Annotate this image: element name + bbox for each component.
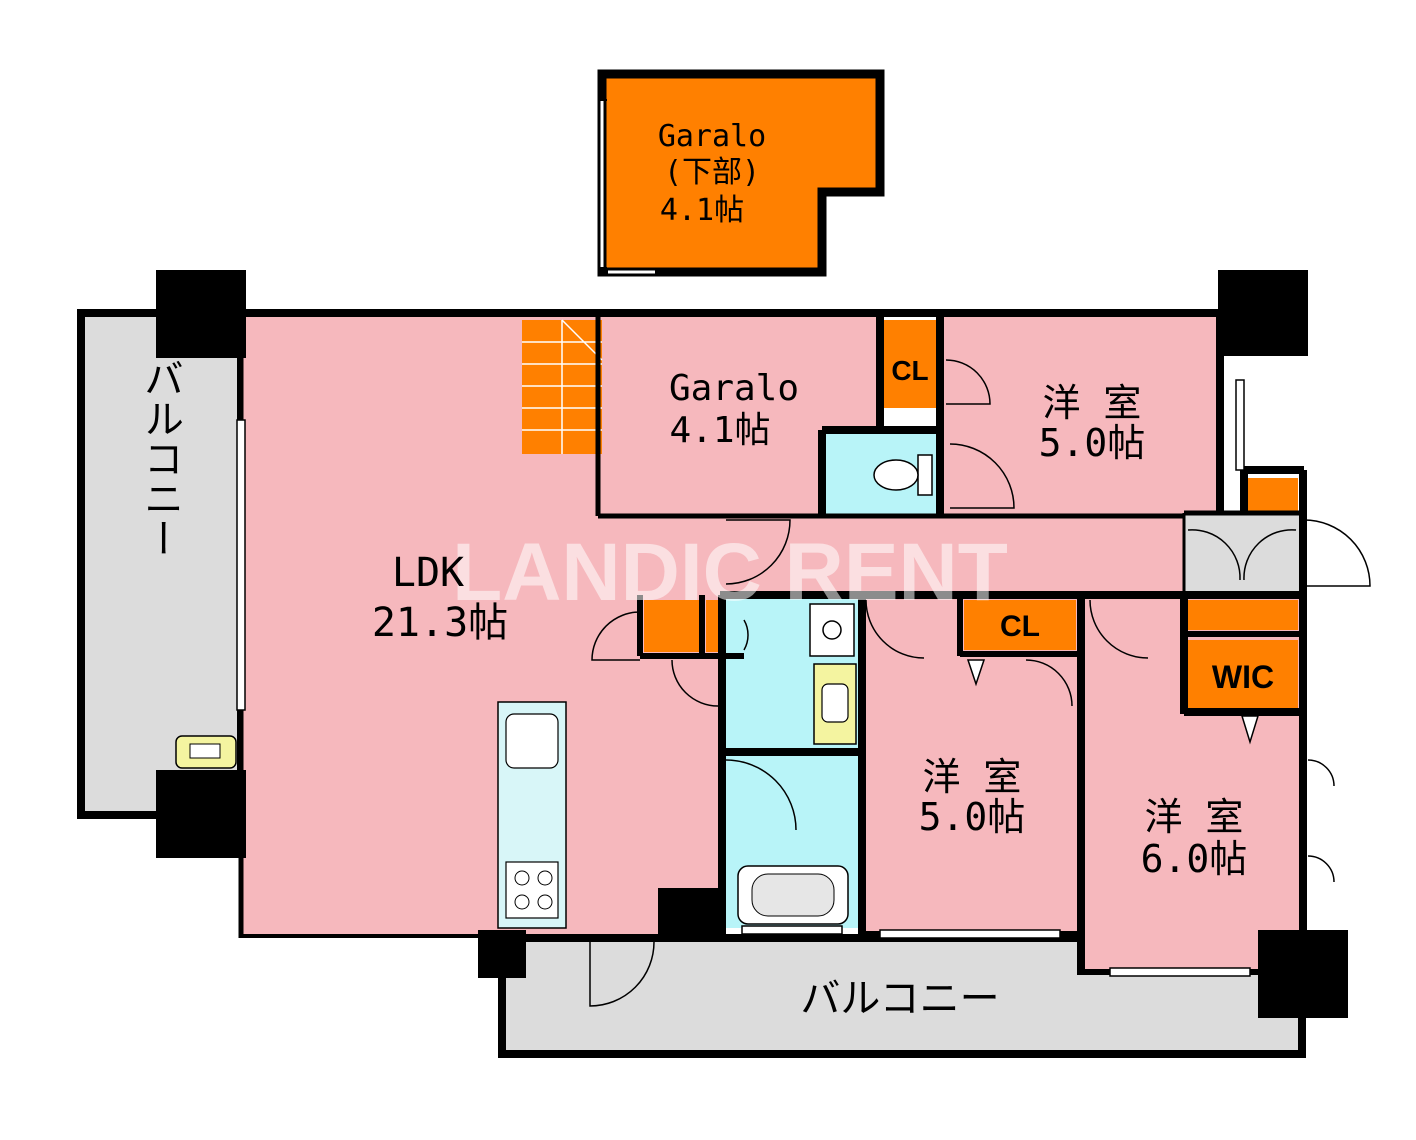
west-room-se-size: 6.0帖 — [1141, 837, 1248, 881]
garalo-upper-size: 4.1帖 — [660, 193, 744, 228]
garalo-size: 4.1帖 — [669, 410, 770, 451]
west-room-se-name: 洋 室 — [1145, 795, 1244, 839]
wic-label: WIC — [1212, 659, 1274, 695]
entrance-floor — [1184, 513, 1300, 595]
west-room-ne-size: 5.0帖 — [1039, 421, 1146, 465]
shoe-closet-top — [1248, 478, 1298, 513]
garalo-upper-sub: (下部) — [664, 155, 760, 190]
wall-pillars — [156, 270, 1348, 1018]
outdoor-unit-icon — [175, 735, 237, 769]
west-room-ne-name: 洋 室 — [1043, 381, 1142, 425]
hall-closet-left — [644, 600, 700, 652]
kitchen-counter — [497, 701, 567, 929]
west-room-ne-floor — [940, 317, 1220, 513]
wic-floor — [1188, 640, 1298, 708]
watermark: LANDIC RENT — [452, 527, 1008, 618]
garalo-upper-loft — [597, 69, 885, 277]
cl-mid-floor — [964, 600, 1076, 650]
garalo-name: Garalo — [669, 368, 799, 409]
garalo-upper-name: Garalo — [658, 119, 766, 154]
doors — [589, 359, 1371, 1007]
windows — [236, 379, 1251, 977]
corridor-floor — [720, 513, 1184, 595]
balcony-west-label: バルコニー — [137, 358, 183, 558]
staircase — [522, 319, 603, 454]
west-room-center-size: 5.0帖 — [919, 795, 1026, 839]
shoe-closet-bottom — [1188, 600, 1298, 630]
ldk-name: LDK — [392, 550, 464, 596]
bathtub-icon — [737, 865, 849, 925]
stove-icon — [505, 861, 559, 919]
ldk-size: 21.3帖 — [372, 600, 508, 646]
cl-top-label: CL — [891, 355, 928, 386]
cl-mid-label: CL — [1000, 610, 1040, 643]
garalo-upper-floor — [597, 69, 885, 277]
toilet-icon — [873, 454, 933, 496]
cl-top-floor — [884, 320, 936, 408]
washing-machine-icon — [809, 603, 855, 657]
west-room-center-name: 洋 室 — [923, 755, 1022, 799]
wash-basin-icon — [813, 663, 857, 745]
balcony-south-label: バルコニー — [800, 976, 999, 1022]
labels: Garalo (下部) 4.1帖 Garalo 4.1帖 LDK 21.3帖 洋… — [137, 119, 1274, 1022]
